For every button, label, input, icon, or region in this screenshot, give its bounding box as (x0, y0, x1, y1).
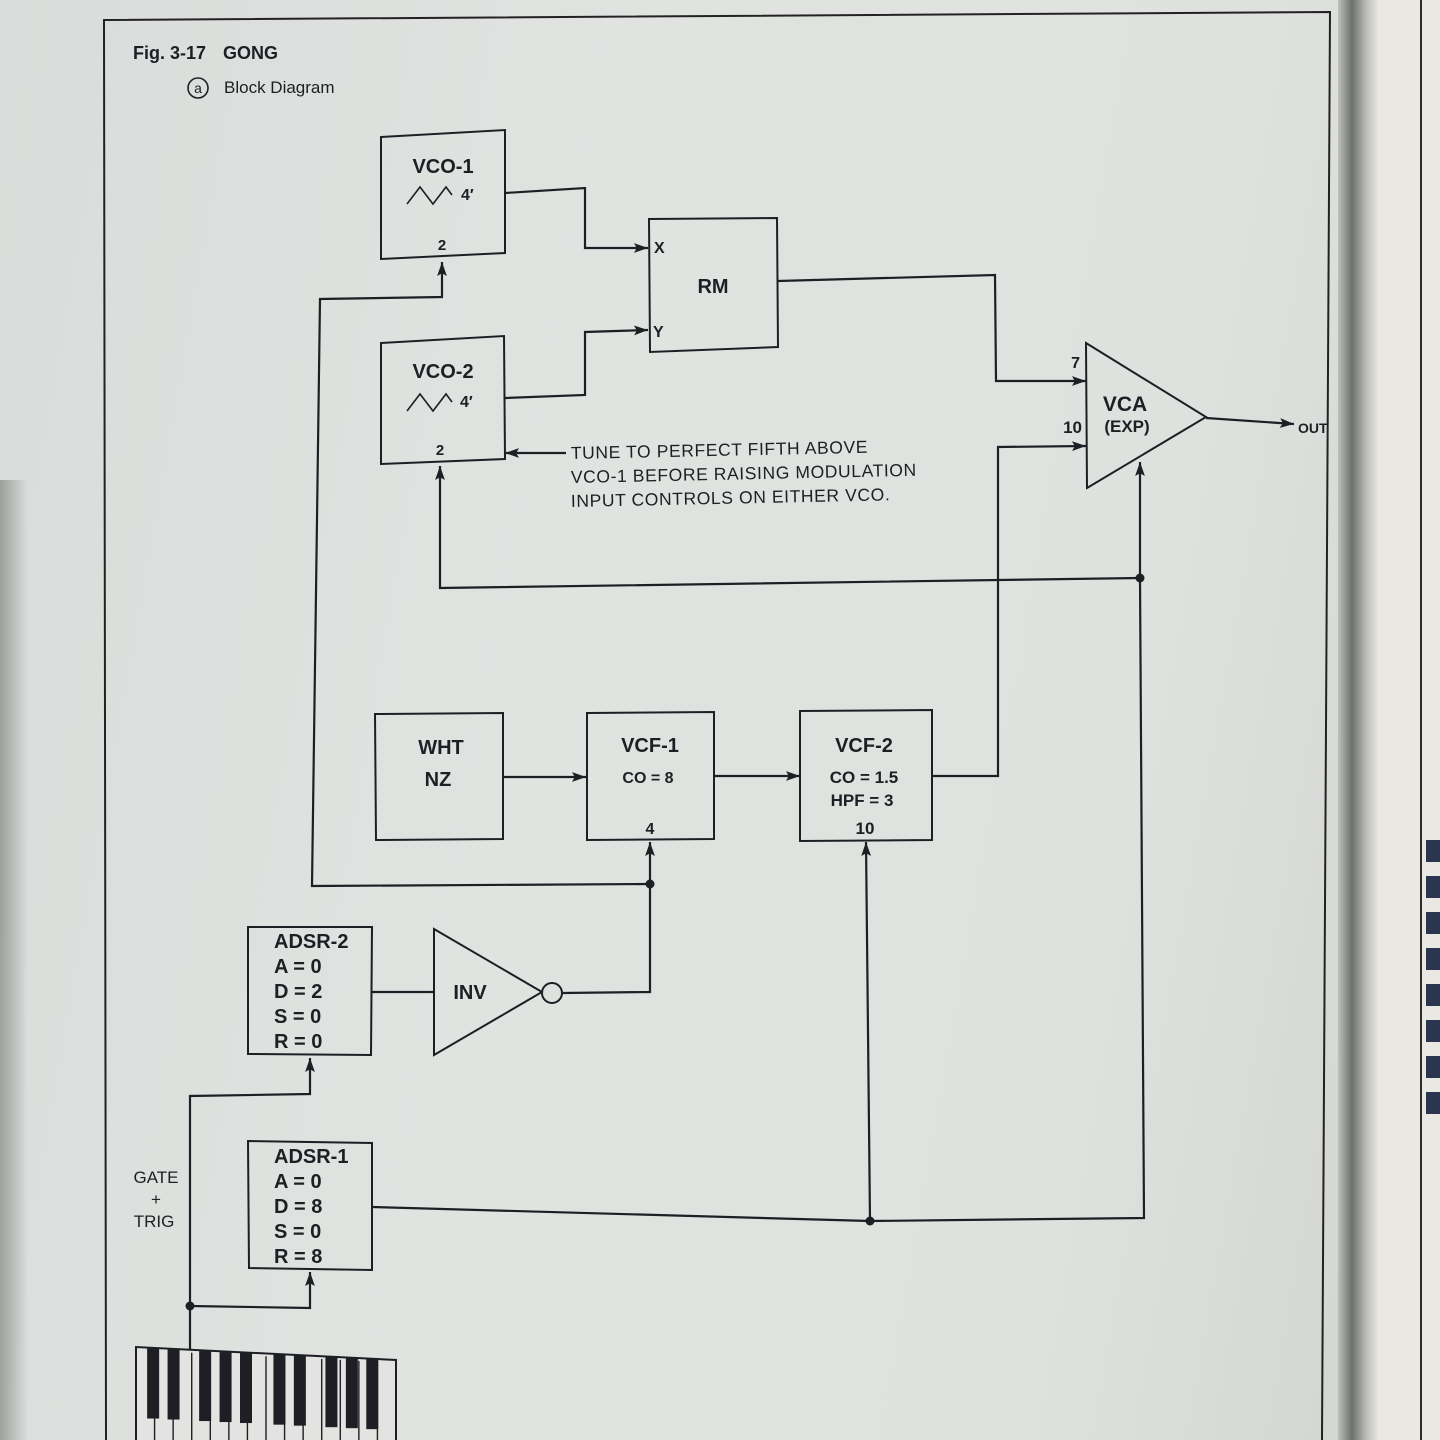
page-shadow (0, 480, 28, 1440)
wire-vca-out (1205, 416, 1295, 428)
wire-adsr1-vcf2 (861, 841, 872, 1222)
black-key (293, 1355, 306, 1426)
out-label: OUT (1298, 420, 1328, 436)
vca-input-10: 10 (1063, 418, 1082, 437)
svg-text:R = 8: R = 8 (274, 1246, 322, 1268)
wire-adsr1-vca (371, 462, 1146, 1223)
sub-marker: a (194, 80, 202, 96)
svg-text:A = 0: A = 0 (274, 1171, 322, 1193)
wire-vcf2-vca (932, 441, 1087, 778)
tuning-note: TUNE TO PERFECT FIFTH ABOVE VCO-1 BEFORE… (571, 437, 917, 511)
inverter-bubble-icon (541, 982, 563, 1004)
book-spine (1338, 0, 1378, 1440)
facing-page-marks (1426, 840, 1440, 1128)
vco2-input: 2 (436, 442, 444, 459)
white-noise-block: WHT NZ (373, 711, 504, 842)
black-key (366, 1359, 379, 1430)
facing-page-rule (1420, 0, 1422, 1440)
svg-text:S = 0: S = 0 (274, 1006, 321, 1028)
adsr1-block: ADSR-1 A = 0 D = 8 S = 0 R = 8 (246, 1139, 373, 1272)
svg-text:VCO-1 BEFORE RAISING MODULATIO: VCO-1 BEFORE RAISING MODULATION (571, 460, 917, 487)
gate-trig-label: GATE + TRIG (133, 1168, 178, 1231)
svg-text:VCF-2: VCF-2 (835, 735, 893, 757)
junction-dot (645, 879, 655, 889)
black-key (273, 1354, 286, 1425)
svg-text:INV: INV (453, 982, 487, 1004)
svg-text:R = 0: R = 0 (274, 1031, 322, 1053)
rm-name: RM (697, 276, 728, 298)
svg-text:CO = 1.5: CO = 1.5 (830, 768, 899, 787)
junction-dot (1135, 573, 1145, 583)
facing-page (1378, 0, 1440, 1440)
rm-block: RM X Y (647, 216, 780, 354)
wire-gate-adsr1 (189, 1272, 315, 1310)
vco1-input: 2 (438, 237, 446, 254)
svg-text:+: + (151, 1190, 161, 1209)
vco2-block: VCO-2 4′ 2 (380, 334, 507, 466)
wire-rm-vca (777, 273, 1086, 386)
keyboard-icon (135, 1345, 397, 1440)
wire-vco2-rm-y (504, 325, 649, 400)
figure-number: Fig. 3-17 (133, 43, 206, 63)
svg-text:INPUT CONTROLS ON EITHER VCO.: INPUT CONTROLS ON EITHER VCO. (571, 484, 891, 511)
vcf1-block: VCF-1 CO = 8 4 (586, 710, 715, 842)
black-key (345, 1358, 358, 1429)
adsr2-block: ADSR-2 A = 0 D = 2 S = 0 R = 0 (247, 926, 374, 1057)
inverter-block: INV (433, 927, 563, 1057)
figure-title: GONG (223, 43, 278, 63)
triangle-wave-icon (406, 392, 453, 413)
svg-text:HPF = 3: HPF = 3 (831, 791, 894, 810)
wire-vco1-rm-x (504, 186, 648, 253)
black-key (147, 1348, 160, 1419)
svg-text:D = 8: D = 8 (274, 1196, 322, 1218)
wire-inv-vcf1 (562, 842, 655, 995)
vco2-footage: 4′ (460, 394, 473, 411)
sub-marker-circle (187, 77, 209, 99)
vco1-block: VCO-1 4′ 2 (380, 128, 506, 261)
svg-text:CO = 8: CO = 8 (622, 770, 673, 787)
wire-gate-adsr2 (188, 1058, 315, 1350)
junction-dot (865, 1216, 875, 1226)
svg-text:WHT: WHT (418, 737, 464, 759)
svg-text:4: 4 (646, 821, 655, 838)
junction-dot (185, 1301, 195, 1311)
svg-text:ADSR-2: ADSR-2 (274, 931, 348, 953)
wire-adsr1-vco2 (435, 466, 1141, 590)
svg-text:VCF-1: VCF-1 (621, 735, 679, 757)
svg-text:TUNE TO PERFECT FIFTH ABOVE: TUNE TO PERFECT FIFTH ABOVE (571, 437, 869, 463)
black-key (219, 1352, 232, 1423)
svg-text:S = 0: S = 0 (274, 1221, 321, 1243)
black-key (199, 1351, 212, 1422)
book-page (0, 0, 1345, 1440)
svg-text:ADSR-1: ADSR-1 (274, 1146, 348, 1168)
svg-text:D = 2: D = 2 (274, 981, 322, 1003)
svg-text:GATE: GATE (133, 1168, 178, 1187)
vca-input-7: 7 (1071, 355, 1080, 372)
triangle-wave-icon (406, 185, 453, 206)
rm-input-x: X (654, 240, 665, 257)
junctions (185, 573, 1145, 1311)
svg-text:10: 10 (856, 819, 875, 838)
svg-text:TRIG: TRIG (134, 1212, 175, 1231)
svg-text:NZ: NZ (425, 769, 452, 791)
figure-frame (102, 10, 1332, 1440)
vca-block: VCA (EXP) 7 10 (1063, 341, 1208, 490)
vco2-name: VCO-2 (412, 361, 473, 383)
vca-name: VCA (1103, 393, 1147, 416)
wires (188, 186, 1295, 1350)
black-key (240, 1353, 252, 1424)
figure-subtitle: Block Diagram (224, 78, 335, 97)
vca-mode: (EXP) (1104, 417, 1149, 436)
vco1-name: VCO-1 (412, 156, 473, 178)
vco1-footage: 4′ (461, 187, 474, 204)
black-key (167, 1349, 180, 1420)
wire-inv-vco1 (310, 262, 651, 888)
rm-input-y: Y (653, 324, 664, 341)
vcf2-block: VCF-2 CO = 1.5 HPF = 3 10 (799, 708, 933, 843)
svg-text:A = 0: A = 0 (274, 956, 322, 978)
black-key (325, 1357, 338, 1428)
